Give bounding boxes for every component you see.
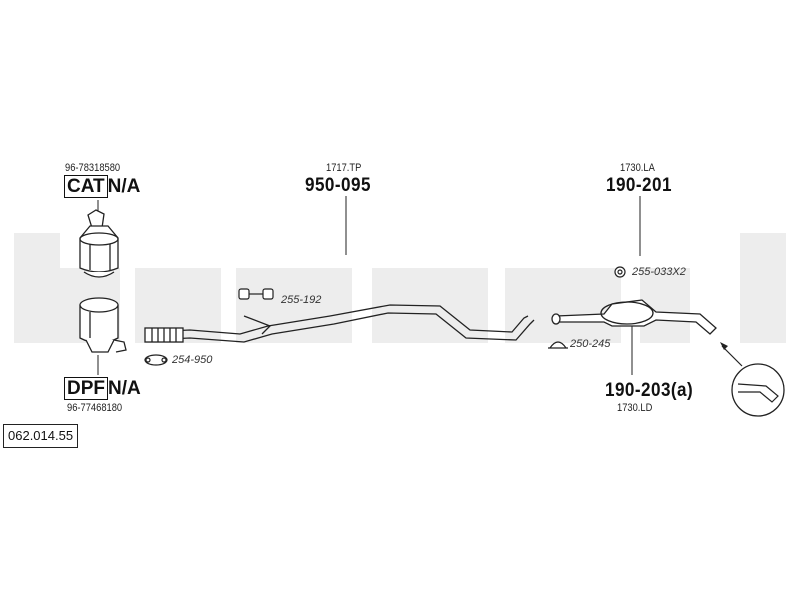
middle-pipe	[144, 304, 535, 343]
gasket-icon	[144, 354, 168, 366]
detail-inset	[720, 342, 785, 417]
rear-silencer-part-top: 190-201	[606, 175, 672, 196]
hanger-icon	[238, 288, 274, 300]
accessory-clamp-part: 250-245	[570, 338, 611, 350]
accessory-hanger-part: 255-192	[281, 294, 322, 306]
reference-number: 062.014.55	[3, 424, 79, 448]
accessory-gasket-part: 254-950	[172, 354, 213, 366]
particulate-filter	[79, 297, 127, 353]
leader-lines	[97, 196, 641, 375]
rear-silencer-part-bottom: 190-203(a)	[605, 380, 694, 401]
cat-box-label: CAT	[64, 175, 108, 198]
dpf-box-label: DPF	[64, 377, 108, 400]
rear-silencer-code-top: 1730.LA	[620, 162, 655, 174]
middle-pipe-code: 1717.TP	[326, 162, 362, 174]
rear-silencer-code-bottom: 1730.LD	[617, 402, 653, 414]
dpf-part-number: 96-77468180	[67, 402, 123, 414]
cat-part-number: 96-78318580	[65, 162, 121, 174]
middle-pipe-part: 950-095	[305, 175, 371, 196]
rubber-mount-icon	[614, 266, 626, 278]
clamp-icon	[548, 341, 568, 349]
rear-silencer	[551, 299, 717, 335]
accessory-mount-part: 255-033X2	[632, 266, 686, 278]
catalytic-converter	[79, 209, 119, 278]
brand-watermark	[14, 233, 786, 343]
dpf-value: N/A	[108, 378, 141, 399]
cat-value: N/A	[107, 176, 141, 197]
